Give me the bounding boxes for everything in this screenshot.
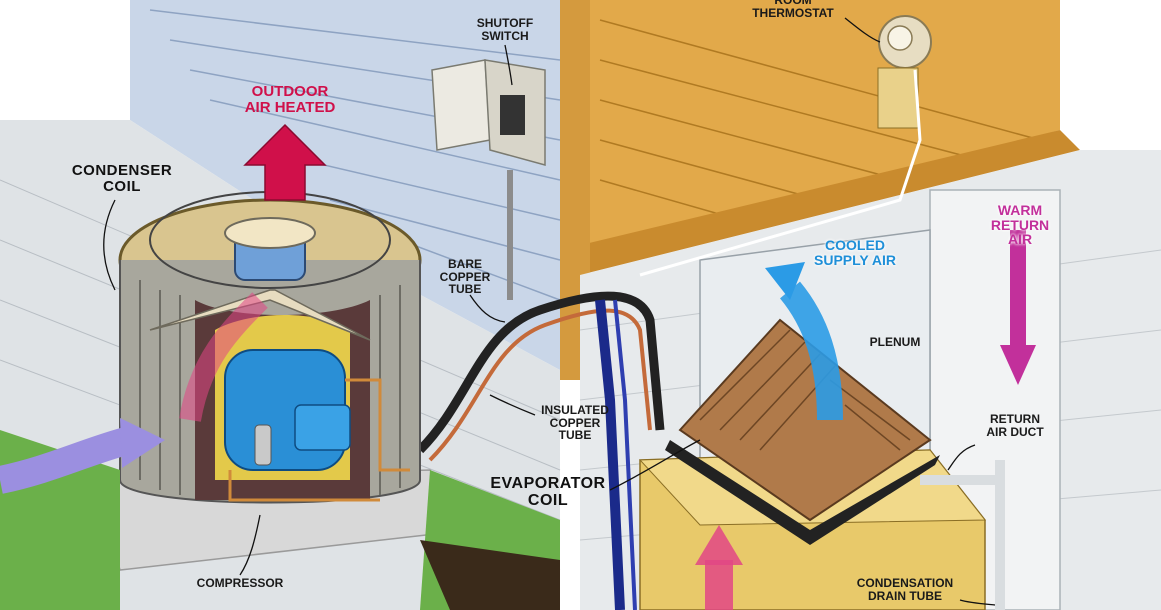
return-air-arrow: [1000, 230, 1036, 385]
intake-air-arrow: [0, 418, 165, 494]
room-thermostat-label: ROOM THERMOSTAT: [752, 0, 834, 20]
grass: [0, 430, 560, 610]
return-air-duct-label: RETURN AIR DUCT: [986, 412, 1044, 439]
warm-return-air-label: WARM RETURN AIR: [990, 202, 1050, 248]
condensation-drain-tube-label: CONDENSATION DRAIN TUBE: [856, 576, 954, 603]
leader-lines: [103, 17, 996, 606]
condenser-coil-label: CONDENSER COIL: [71, 162, 173, 195]
outdoor-air-heated-label: OUTDOOR AIR HEATED: [244, 83, 336, 116]
shutoff-switch-label: SHUTOFF SWITCH: [476, 16, 534, 43]
plenum-label: PLENUM: [869, 335, 921, 349]
thermostat-device: [639, 15, 932, 277]
compressor-label: COMPRESSOR: [196, 576, 284, 590]
condenser-unit: [118, 191, 422, 504]
cooled-air-arrow: [765, 262, 843, 421]
shutoff-switch-box: [431, 59, 546, 300]
evaporator-coil-label: EVAPORATOR COIL: [490, 475, 606, 509]
evaporator-coil-shape: [665, 318, 940, 545]
heated-air-arrow: [243, 123, 327, 201]
insulated-copper-tube-label: INSULATED COPPER TUBE: [541, 403, 609, 443]
bare-copper-tube-label: BARE COPPER TUBE: [439, 257, 491, 297]
refrigerant-lines: [416, 291, 665, 610]
drain-pipe: [920, 460, 1005, 610]
cooled-supply-air-label: COOLED SUPPLY AIR: [814, 237, 896, 268]
furnace-air-arrow: [695, 525, 743, 610]
